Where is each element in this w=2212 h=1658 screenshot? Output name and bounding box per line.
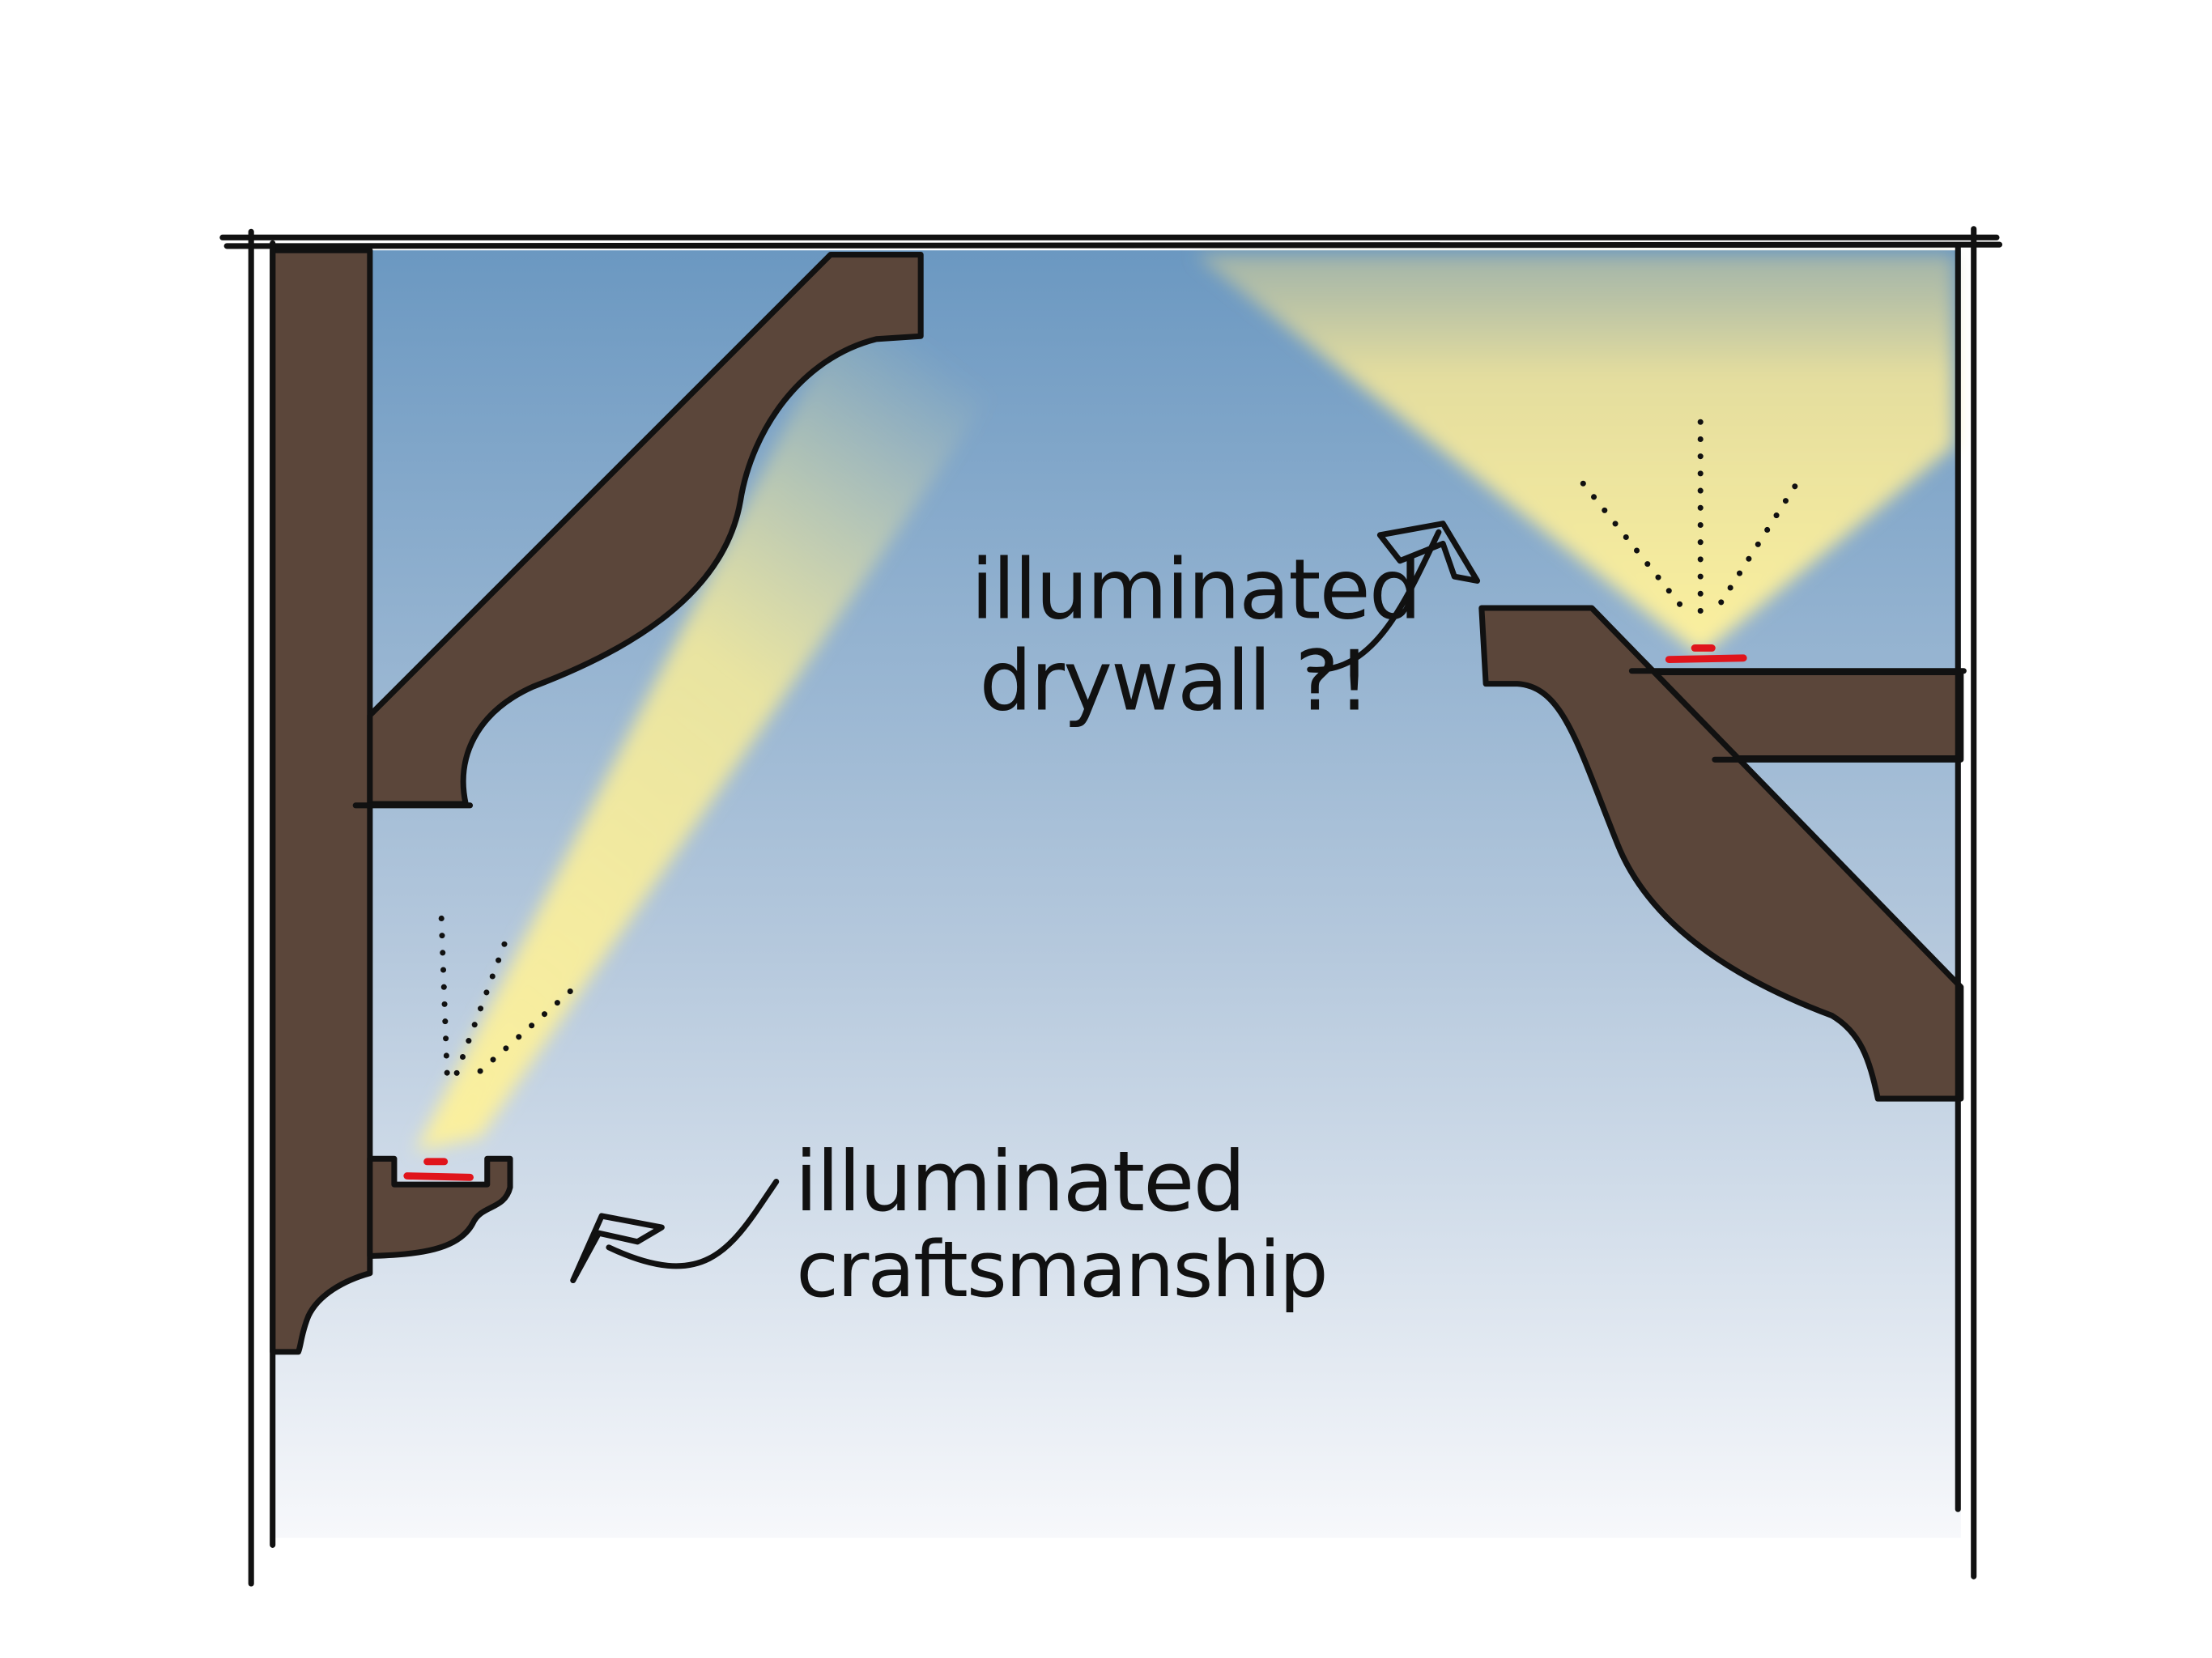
arrow-to-shelf	[570, 1179, 780, 1284]
left-light-cone	[415, 254, 1088, 1152]
led-strip-left	[403, 1172, 474, 1181]
label-illuminated-drywall-line2: drywall ?!	[980, 633, 1370, 729]
frame-lines	[219, 226, 2003, 1587]
light-rays-left	[438, 915, 573, 1083]
left-column	[270, 247, 373, 1355]
right-light-cone	[1195, 254, 1954, 656]
right-crown-molding	[1478, 605, 1964, 1102]
left-crown-molding	[367, 251, 924, 807]
label-illuminated-craftsmanship-line2: craftsmanship	[796, 1224, 1326, 1315]
label-illuminated-craftsmanship-line1: illuminated	[795, 1134, 1244, 1231]
lighting-shelf	[367, 1155, 513, 1259]
label-illuminated-drywall-line1: illuminated	[971, 542, 1420, 638]
led-strip-right	[1665, 654, 1747, 664]
arrow-to-drywall	[1307, 521, 1481, 673]
light-rays-right	[1580, 419, 1798, 615]
